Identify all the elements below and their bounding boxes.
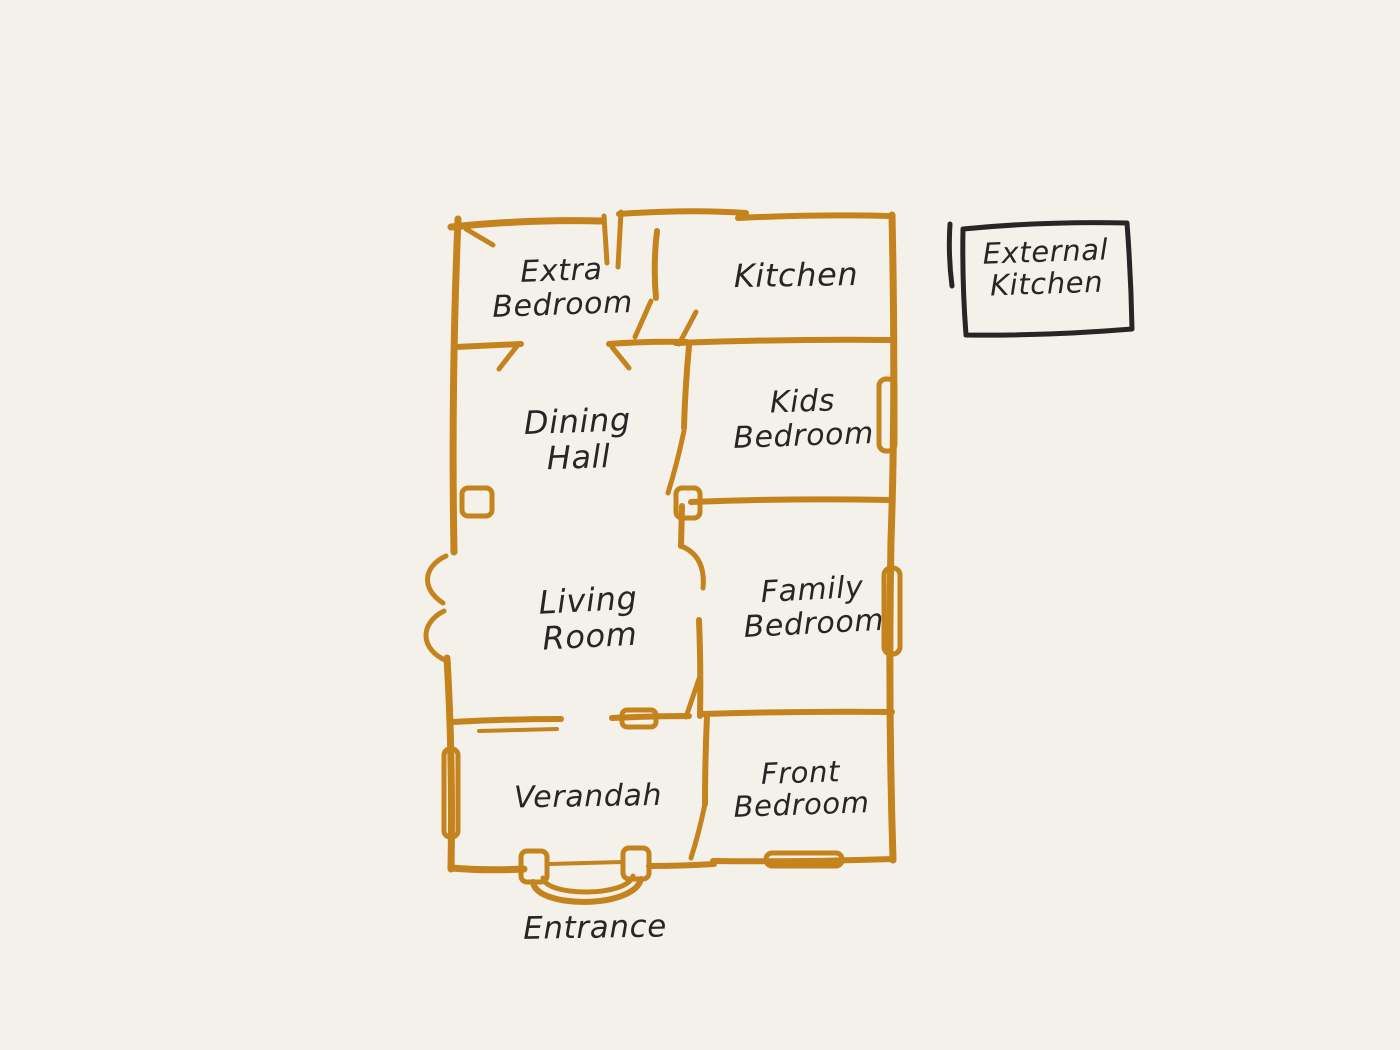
room-label-dining-hall: Dining Hall xyxy=(523,400,632,478)
windows xyxy=(441,376,903,869)
wall-left-lower xyxy=(443,654,455,873)
wall-bottom-right xyxy=(710,856,896,865)
sliding-door-tick xyxy=(477,727,559,733)
wall-kids-family-divider xyxy=(688,496,895,505)
chimney-tick-right xyxy=(615,209,624,270)
door-swing-kitchen-b xyxy=(676,309,699,347)
room-label-extra-bedroom: Extra Bedroom xyxy=(491,251,634,325)
wall-dining-extra-left xyxy=(453,341,524,350)
window-hall-junction xyxy=(673,485,703,521)
window-bottom-right xyxy=(763,850,845,869)
window-left-lower xyxy=(441,746,461,840)
wall-verandah-front-divider xyxy=(702,713,710,807)
room-label-family-bedroom: Family Bedroom xyxy=(742,569,885,645)
door-leaf-verandah xyxy=(688,801,708,861)
door-swing-extra-b xyxy=(609,344,632,371)
wall-living-verandah-left xyxy=(449,716,564,725)
wall-living-family-stub xyxy=(678,503,685,549)
entrance-door-leaf-right xyxy=(620,845,652,882)
left-wall-bay-doors xyxy=(423,553,450,664)
bay-door-arc-lower xyxy=(423,608,450,664)
entrance-door xyxy=(518,845,652,905)
door-leaf-living xyxy=(678,543,706,591)
wall-living-family-lower xyxy=(696,617,704,719)
wall-kitchen-bottom xyxy=(673,336,895,346)
bay-door-arc-upper xyxy=(425,553,449,606)
wall-right xyxy=(886,211,898,864)
door-leaf-dining xyxy=(665,428,687,496)
window-right-mid xyxy=(881,565,903,657)
house-interior-walls xyxy=(449,228,895,861)
wall-dining-kids-divider xyxy=(681,343,692,431)
room-label-kitchen: Kitchen xyxy=(733,255,859,296)
wall-front-bedroom-top xyxy=(700,708,895,717)
corner-sketch-tick xyxy=(463,226,496,248)
door-leaf-family xyxy=(683,673,703,720)
wall-top-left xyxy=(447,217,605,231)
house-outer-walls xyxy=(443,208,898,874)
room-label-front-bedroom: Front Bedroom xyxy=(732,754,871,825)
window-left-upper xyxy=(459,485,495,519)
external-kitchen-accent-line xyxy=(946,221,955,289)
window-right-upper xyxy=(876,376,898,454)
room-label-verandah: Verandah xyxy=(513,777,663,816)
external-kitchen-outline xyxy=(960,220,1135,338)
wall-top-right xyxy=(735,212,895,221)
wall-left-upper xyxy=(449,215,462,556)
chimney-tick-left xyxy=(601,213,610,266)
room-label-kids-bedroom: Kids Bedroom xyxy=(732,383,875,456)
external-kitchen-box xyxy=(946,220,1135,338)
room-label-living-room: Living Room xyxy=(537,578,639,658)
entrance-label: Entrance xyxy=(522,908,668,947)
entrance-step-outer xyxy=(530,876,644,905)
wall-extra-kitchen-divider xyxy=(651,228,660,301)
window-verandah xyxy=(619,707,659,730)
entrance-step-inner xyxy=(540,873,636,895)
wall-top-mid xyxy=(616,208,749,217)
wall-living-verandah-mid xyxy=(609,713,692,721)
wall-bottom-left xyxy=(447,864,528,874)
door-swing-extra-a xyxy=(496,343,520,372)
wall-bottom-mid xyxy=(646,861,717,869)
external-kitchen-label: External Kitchen xyxy=(982,232,1109,303)
door-swing-kitchen-a xyxy=(632,298,654,340)
entrance-threshold xyxy=(547,860,624,866)
